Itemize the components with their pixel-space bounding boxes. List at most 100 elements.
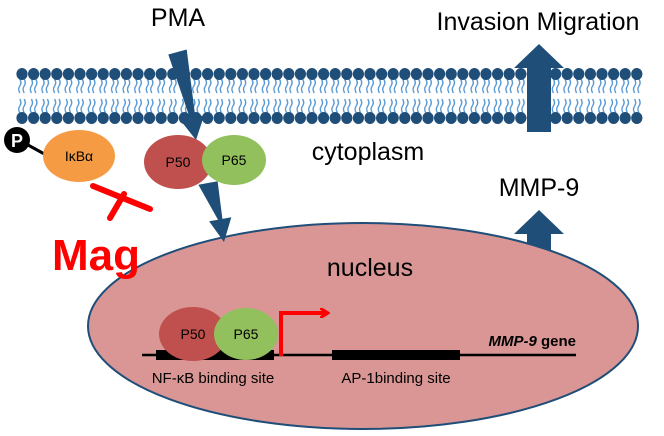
lipid-head bbox=[561, 68, 573, 80]
lipid-tail bbox=[203, 78, 208, 94]
lipid-tail bbox=[308, 98, 312, 114]
lipid-head bbox=[573, 112, 585, 124]
lipid-tail bbox=[138, 78, 142, 94]
lipid-tail bbox=[358, 98, 363, 114]
lipid-tail bbox=[284, 98, 289, 114]
lipid-head bbox=[86, 112, 98, 124]
lipid-tail bbox=[231, 78, 235, 94]
transcription-arrow bbox=[279, 313, 326, 356]
lipid-tail bbox=[598, 78, 602, 94]
lipid-head bbox=[399, 112, 411, 124]
lipid-head bbox=[492, 68, 504, 80]
lipid-tail bbox=[324, 78, 328, 94]
lipid-tail bbox=[173, 78, 177, 94]
lipid-tail bbox=[424, 78, 428, 94]
lipid-tail bbox=[440, 98, 444, 114]
lipid-tail bbox=[447, 98, 451, 114]
lipid-head bbox=[318, 68, 330, 80]
lipid-tail bbox=[277, 98, 282, 114]
lipid-tail bbox=[115, 78, 119, 94]
lipid-tail bbox=[64, 78, 68, 94]
lipid-head bbox=[86, 68, 98, 80]
lipid-tail bbox=[87, 78, 92, 94]
lipid-tail bbox=[238, 78, 242, 94]
lipid-tail bbox=[625, 98, 630, 114]
lipid-head bbox=[236, 112, 248, 124]
lipid-tail bbox=[358, 78, 363, 94]
lipid-head bbox=[329, 112, 341, 124]
lipid-tail bbox=[331, 98, 335, 114]
lipid-tail bbox=[57, 78, 61, 94]
cell-membrane bbox=[16, 68, 643, 124]
lipid-head bbox=[515, 68, 527, 80]
lipid-tail bbox=[64, 98, 68, 114]
lipid-tail bbox=[440, 78, 444, 94]
lipid-head bbox=[144, 68, 156, 80]
lipid-head bbox=[376, 112, 388, 124]
lipid-tail bbox=[447, 78, 451, 94]
p65-cytoplasm-label: P65 bbox=[222, 152, 247, 168]
lipid-tail bbox=[215, 98, 219, 114]
lipid-tail bbox=[273, 78, 277, 94]
lipid-head bbox=[306, 112, 318, 124]
lipid-tail bbox=[103, 98, 108, 114]
lipid-head bbox=[248, 112, 260, 124]
lipid-tail bbox=[231, 98, 235, 114]
lipid-tail bbox=[590, 98, 595, 114]
lipid-head bbox=[167, 112, 179, 124]
lipid-tail bbox=[18, 98, 22, 114]
lipid-head bbox=[271, 112, 283, 124]
lipid-tail bbox=[41, 78, 45, 94]
lipid-head bbox=[468, 68, 480, 80]
lipid-head bbox=[608, 68, 620, 80]
lipid-tail bbox=[335, 78, 340, 94]
lipid-tail bbox=[312, 78, 316, 94]
lipid-head bbox=[619, 68, 631, 80]
inhibition-bar bbox=[90, 183, 153, 212]
lipid-tail bbox=[382, 78, 386, 94]
lipid-head bbox=[434, 112, 446, 124]
lipid-tail bbox=[370, 98, 374, 114]
lipid-tail bbox=[377, 98, 382, 114]
lipid-head bbox=[74, 68, 86, 80]
lipid-tail bbox=[498, 98, 502, 114]
lipid-tail bbox=[405, 78, 409, 94]
lipid-tail bbox=[52, 98, 57, 114]
lipid-tail bbox=[266, 98, 270, 114]
lipid-tail bbox=[41, 98, 45, 114]
lipid-tail bbox=[521, 78, 525, 94]
lipid-tail bbox=[393, 98, 398, 114]
lipid-tail bbox=[76, 98, 80, 114]
lipid-tail bbox=[168, 98, 173, 114]
lipid-tail bbox=[400, 78, 405, 94]
lipid-tail bbox=[602, 98, 606, 114]
lipid-tail bbox=[354, 78, 358, 94]
lipid-tail bbox=[637, 98, 641, 114]
lipid-head bbox=[631, 112, 643, 124]
ap1-site-label: AP-1binding site bbox=[341, 370, 450, 387]
lipid-head bbox=[515, 112, 527, 124]
lipid-tail bbox=[505, 78, 509, 94]
lipid-tail bbox=[219, 98, 224, 114]
p65-nucleus bbox=[214, 308, 278, 360]
lipid-head bbox=[457, 112, 469, 124]
lipid-tail bbox=[52, 78, 57, 94]
lipid-tail bbox=[138, 98, 142, 114]
lipid-head bbox=[352, 68, 364, 80]
lipid-tail bbox=[92, 98, 96, 114]
lipid-head bbox=[608, 112, 620, 124]
lipid-head bbox=[480, 68, 492, 80]
lipid-tail bbox=[134, 78, 138, 94]
lipid-tail bbox=[145, 98, 150, 114]
lipid-tail bbox=[150, 78, 154, 94]
lipid-tail bbox=[308, 78, 312, 94]
lipid-tail bbox=[614, 98, 618, 114]
lipid-head bbox=[144, 112, 156, 124]
lipid-tail bbox=[319, 98, 324, 114]
lipid-tail bbox=[180, 98, 184, 114]
lipid-tail bbox=[586, 78, 590, 94]
lipid-tail bbox=[393, 78, 398, 94]
lipid-tail bbox=[428, 78, 432, 94]
lipid-head bbox=[294, 68, 306, 80]
p50-nucleus bbox=[159, 307, 227, 361]
